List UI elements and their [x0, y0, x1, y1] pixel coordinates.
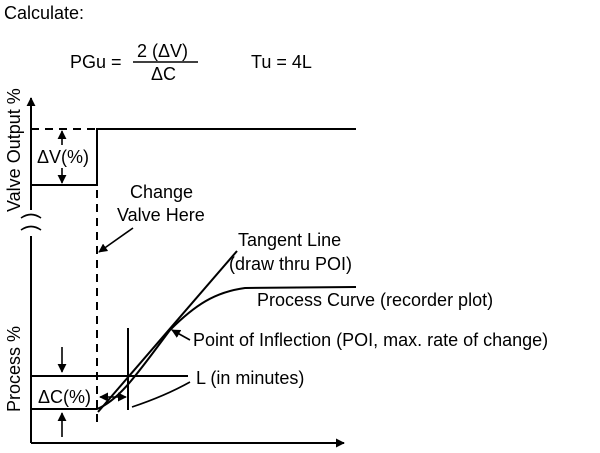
pgu-label: PGu = — [70, 52, 122, 72]
axis-break-symbol — [20, 213, 42, 219]
poi-pointer — [171, 329, 191, 341]
tangent-line-label-1: Tangent Line — [238, 230, 341, 250]
delta-v-label: ΔV(%) — [37, 147, 89, 167]
axis-break-symbol-2 — [20, 225, 42, 231]
process-axis-label: Process % — [4, 326, 24, 412]
valve-output-line — [31, 128, 356, 186]
lag-pointer — [131, 381, 191, 408]
change-valve-label-1: Change — [130, 182, 193, 202]
tangent-line — [97, 250, 238, 413]
formula-denominator: ΔC — [151, 64, 176, 84]
poi-label: Point of Inflection (POI, max. rate of c… — [193, 330, 548, 350]
formula-numerator: 2 (ΔV) — [137, 41, 188, 61]
change-valve-label-2: Valve Here — [117, 205, 205, 225]
lag-label: L (in minutes) — [196, 368, 304, 388]
process-curve-label: Process Curve (recorder plot) — [257, 290, 493, 310]
valve-output-axis-label: Valve Output % — [4, 88, 24, 212]
heading: Calculate: — [4, 3, 84, 23]
change-valve-pointer — [98, 227, 134, 253]
delta-c-label: ΔC(%) — [38, 387, 91, 407]
tu-formula: Tu = 4L — [251, 52, 312, 72]
tangent-line-label-2: (draw thru POI) — [229, 254, 352, 274]
